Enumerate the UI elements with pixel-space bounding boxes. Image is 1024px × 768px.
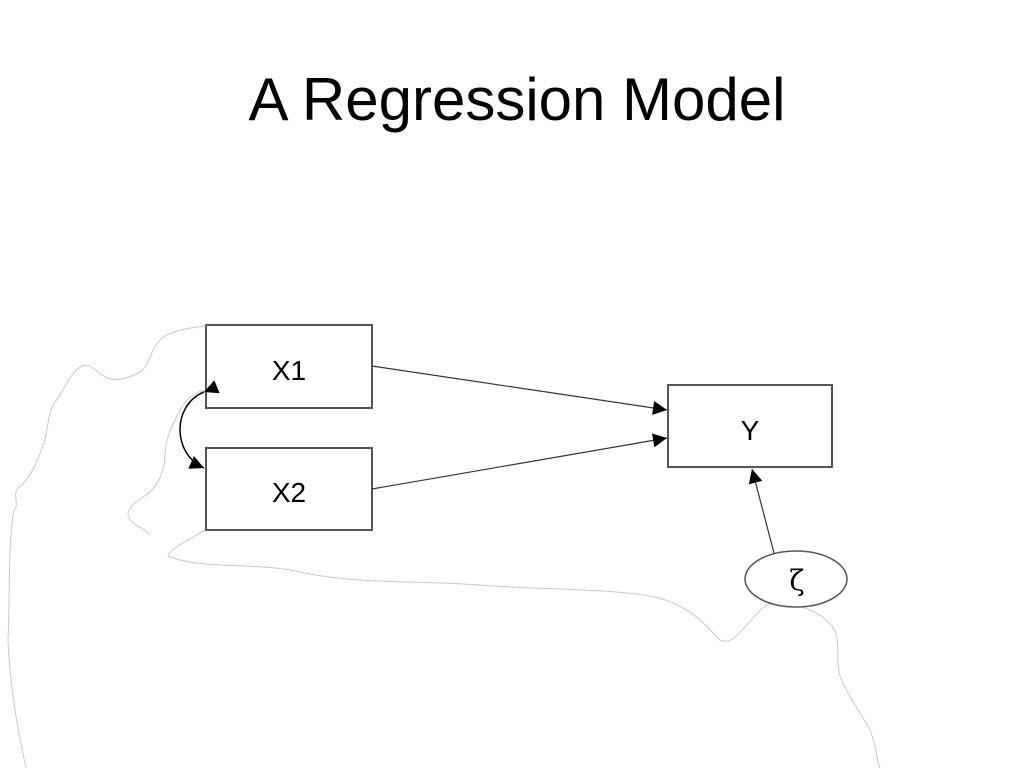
background-outline-inner bbox=[127, 389, 206, 536]
node-x2[interactable]: X2 bbox=[205, 447, 373, 531]
node-x1-label: X1 bbox=[272, 355, 306, 386]
node-x2-label: X2 bbox=[272, 477, 306, 508]
background-outline-right bbox=[167, 529, 881, 768]
slide-title: A Regression Model bbox=[248, 66, 786, 133]
background-outline bbox=[7, 325, 206, 768]
node-y[interactable]: Y bbox=[667, 384, 833, 468]
path-x1-to-y[interactable] bbox=[371, 365, 668, 415]
node-zeta[interactable]: ζ bbox=[744, 550, 848, 608]
node-x1[interactable]: X1 bbox=[205, 324, 373, 409]
covariance-x1-x2[interactable] bbox=[179, 380, 220, 469]
node-zeta-label: ζ bbox=[789, 564, 804, 597]
node-y-label: Y bbox=[741, 415, 760, 446]
path-x2-to-y[interactable] bbox=[371, 433, 668, 490]
path-zeta-to-y[interactable] bbox=[748, 468, 775, 554]
